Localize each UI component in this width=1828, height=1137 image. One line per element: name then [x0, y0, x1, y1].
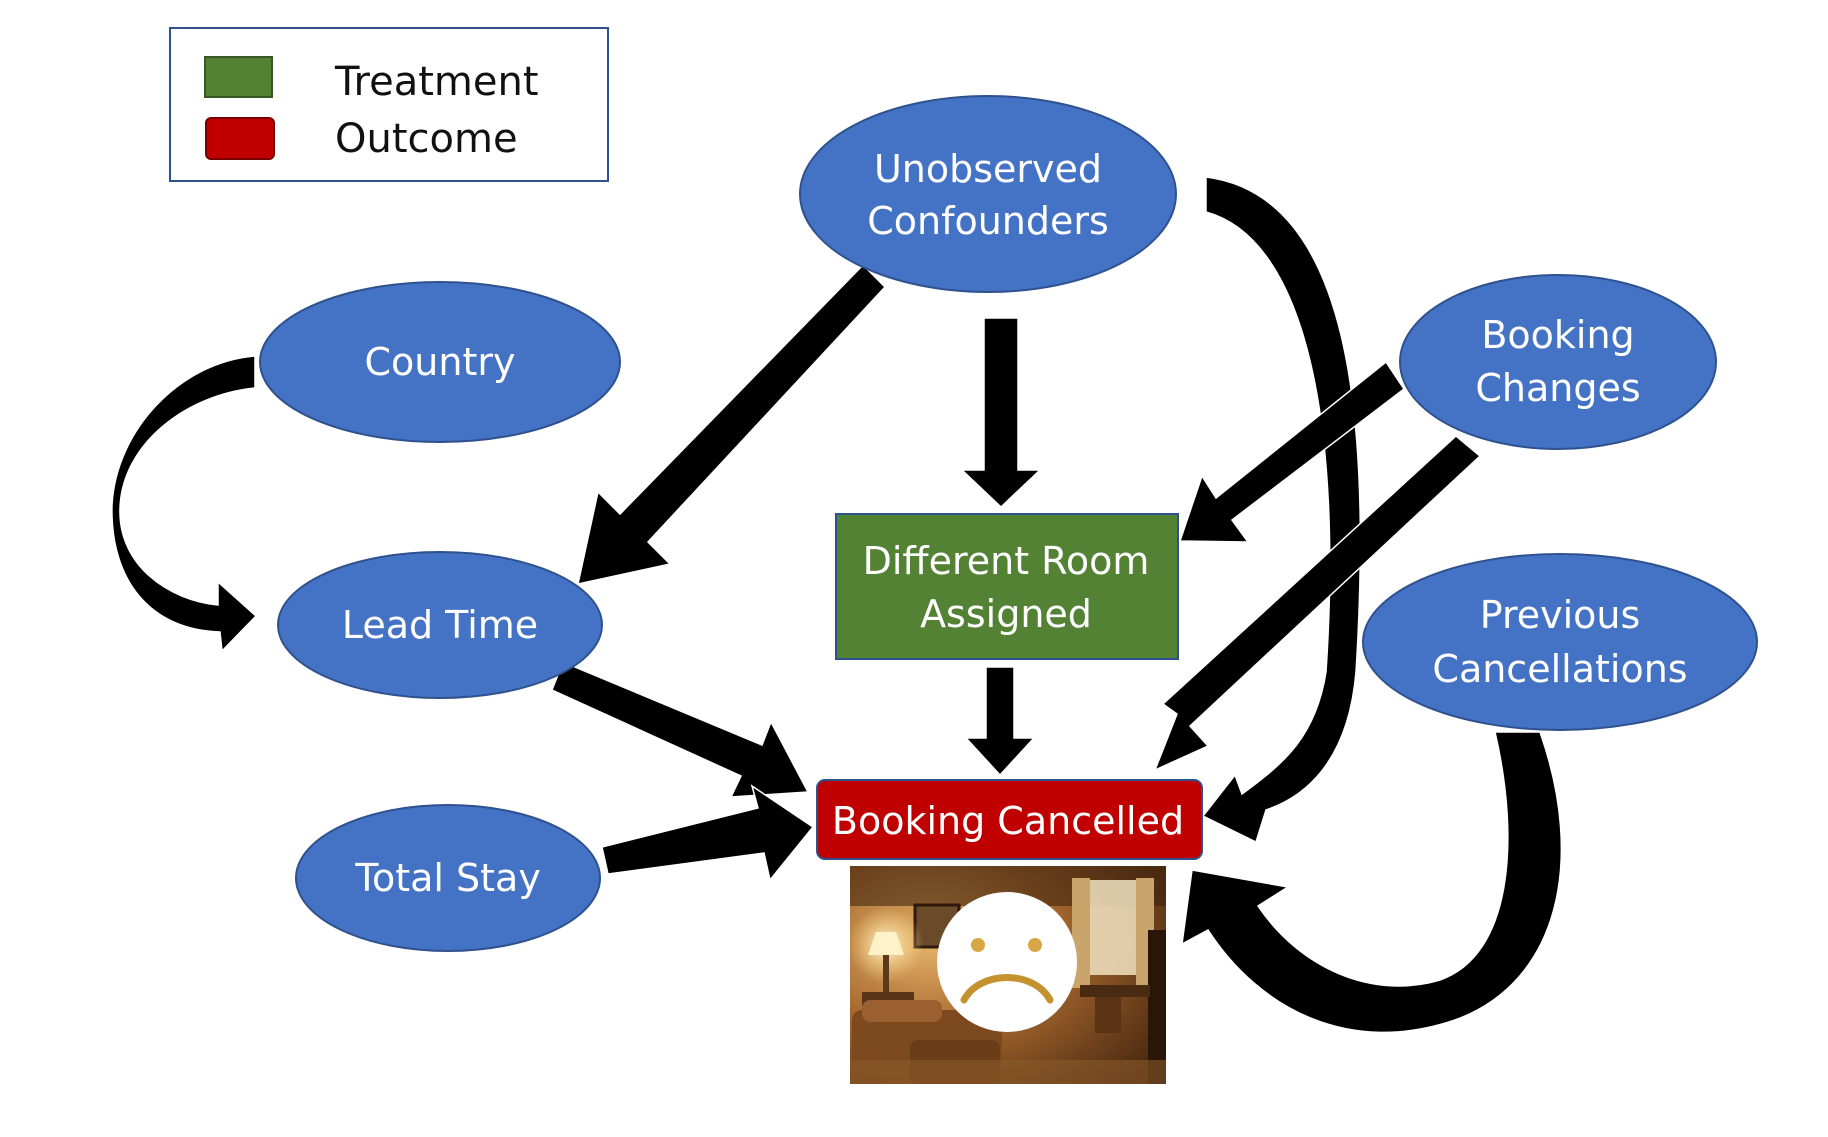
node-different-room-line-1: Different Room	[863, 539, 1150, 583]
legend-outcome-label: Outcome	[335, 116, 518, 162]
node-booking-cancelled-label: Booking Cancelled	[832, 799, 1184, 843]
legend: Treatment Outcome	[169, 27, 609, 182]
node-booking-changes: Booking Changes	[1399, 274, 1717, 450]
arrow-lead-time-to-booking-cancelled	[551, 661, 810, 798]
arrow-unobserved-confounders-to-lead-time	[577, 263, 887, 585]
node-previous-cancellations-line-1: Previous	[1480, 593, 1641, 637]
nodes: Unobserved Confounders Country Booking C…	[259, 95, 1758, 952]
node-country-label: Country	[365, 340, 516, 384]
node-total-stay: Total Stay	[295, 804, 601, 952]
sad-face-icon	[937, 892, 1077, 1032]
node-lead-time: Lead Time	[277, 551, 603, 699]
arrow-country-to-lead-time	[111, 355, 258, 653]
legend-treatment-label: Treatment	[334, 59, 539, 105]
hotel-room-sad-face-image	[848, 866, 1166, 1084]
node-previous-cancellations-line-2: Cancellations	[1432, 647, 1687, 691]
node-previous-cancellations: Previous Cancellations	[1362, 553, 1758, 731]
arrow-total-stay-to-booking-cancelled	[601, 784, 815, 882]
arrow-previous-cancellations-to-booking-cancelled	[1181, 731, 1563, 1034]
arrow-booking-changes-to-different-room	[1178, 360, 1406, 543]
arrow-booking-changes-to-booking-cancelled	[1153, 435, 1482, 772]
arrow-unobserved-confounders-to-different-room	[960, 317, 1042, 509]
node-country: Country	[259, 281, 621, 443]
legend-outcome-swatch	[205, 117, 275, 160]
node-unobserved-confounders-line-2: Confounders	[867, 199, 1109, 243]
node-lead-time-label: Lead Time	[342, 603, 538, 647]
node-booking-changes-line-2: Changes	[1475, 366, 1640, 410]
node-unobserved-confounders: Unobserved Confounders	[799, 95, 1177, 293]
node-booking-cancelled: Booking Cancelled	[816, 779, 1203, 860]
arrow-unobserved-confounders-to-booking-cancelled	[1201, 176, 1362, 844]
node-different-room-line-2: Assigned	[920, 592, 1092, 636]
node-different-room-assigned: Different Room Assigned	[835, 513, 1179, 660]
edges	[111, 176, 1563, 1034]
legend-treatment-swatch	[204, 56, 273, 98]
node-unobserved-confounders-line-1: Unobserved	[874, 147, 1102, 191]
arrow-different-room-to-booking-cancelled	[964, 666, 1036, 777]
node-total-stay-label: Total Stay	[354, 856, 541, 900]
node-booking-changes-line-1: Booking	[1481, 313, 1634, 357]
